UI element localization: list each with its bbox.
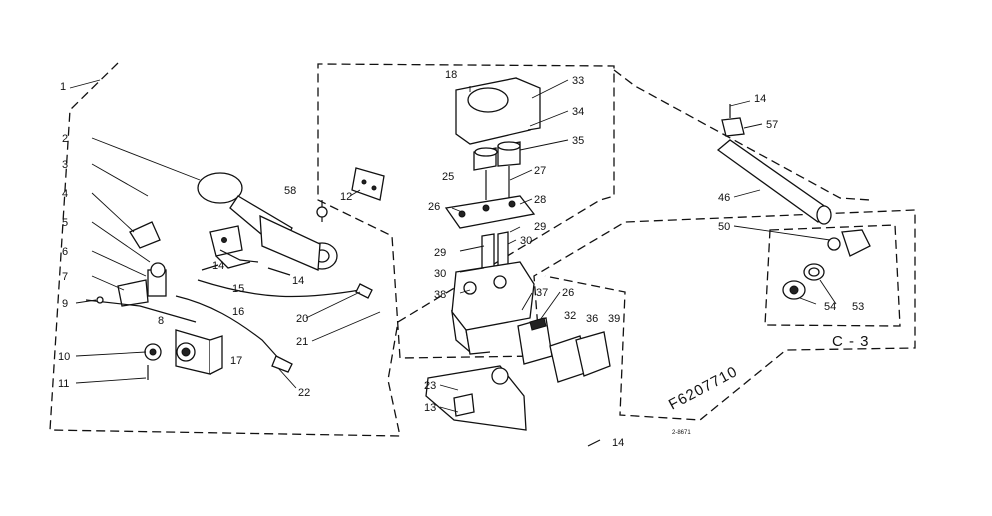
fitting-50-part xyxy=(827,229,871,257)
rod-part xyxy=(85,299,197,323)
magnet-unit-part xyxy=(175,329,223,375)
part-label: 21 xyxy=(296,336,308,348)
part-label: 16 xyxy=(232,306,244,318)
part-label: 28 xyxy=(534,194,546,206)
tube-46-part xyxy=(716,139,832,225)
control-knobs-part xyxy=(473,141,521,200)
part-label: 10 xyxy=(58,351,70,363)
part-label: 4 xyxy=(62,188,68,200)
part-label: 50 xyxy=(718,221,730,233)
mounting-bracket-part xyxy=(425,365,527,431)
part-label: 58 xyxy=(284,185,296,197)
part-label: 29 xyxy=(534,221,546,233)
part-label: 14 xyxy=(292,275,304,287)
part-label: 5 xyxy=(62,217,68,229)
part-label: 13 xyxy=(424,402,436,414)
part-label: 23 xyxy=(424,380,436,392)
fitting-53-part xyxy=(803,263,825,281)
screw-part xyxy=(96,296,104,304)
part-label: 39 xyxy=(608,313,620,325)
main-assembly-boundary xyxy=(49,62,916,437)
part-label: 54 xyxy=(824,301,836,313)
part-label: 15 xyxy=(232,283,244,295)
cover-plate-part xyxy=(351,167,385,201)
fitting-part xyxy=(271,355,293,373)
part-label: 22 xyxy=(298,387,310,399)
knob-housing-part xyxy=(455,77,541,145)
part-label: 14 xyxy=(612,437,624,449)
part-label: 17 xyxy=(230,355,242,367)
small-code: 2-8671 xyxy=(672,430,691,436)
part-label: 36 xyxy=(586,313,598,325)
part-label: 29 xyxy=(434,247,446,259)
part-label: 37 xyxy=(536,287,548,299)
part-label: 3 xyxy=(62,159,68,171)
detail-label: C - 3 xyxy=(832,333,870,350)
pilot-bracket-part xyxy=(209,225,251,269)
part-label: 8 xyxy=(158,315,164,327)
part-label: 1 xyxy=(60,81,66,93)
part-label: 33 xyxy=(572,75,584,87)
part-label: 9 xyxy=(62,298,68,310)
part-label: 32 xyxy=(564,310,576,322)
part-label: 30 xyxy=(520,235,532,247)
clamp-57-part xyxy=(721,104,745,137)
clip-part xyxy=(129,221,161,249)
part-label: 25 xyxy=(442,171,454,183)
part-label: 26 xyxy=(428,201,440,213)
part-label: 53 xyxy=(852,301,864,313)
part-label: 11 xyxy=(58,378,69,390)
part-label: 14 xyxy=(212,260,224,272)
part-label: 30 xyxy=(434,268,446,280)
part-label: 7 xyxy=(62,271,68,283)
part-label: 35 xyxy=(572,135,584,147)
part-label: 46 xyxy=(718,192,730,204)
pilot-tube-wire xyxy=(197,279,361,298)
part-label: 12 xyxy=(340,191,352,203)
part-label: 34 xyxy=(572,106,584,118)
part-label: 57 xyxy=(766,119,778,131)
fitting-54-part xyxy=(782,280,806,300)
valve-covers-part xyxy=(517,317,611,383)
part-label: 38 xyxy=(434,289,446,301)
burner-tube-part xyxy=(197,172,338,271)
part-label: 14 xyxy=(754,93,766,105)
leader-lines xyxy=(69,79,837,413)
part-label: 18 xyxy=(445,69,457,81)
part-label: 26 xyxy=(562,287,574,299)
part-label: 6 xyxy=(62,246,68,258)
part-labels: 1 2 3 4 5 6 7 8 9 10 11 12 13 14 14 14 1… xyxy=(58,69,864,449)
thermocouple-wire xyxy=(175,295,281,361)
assembly-c3-boundary xyxy=(764,224,901,327)
gas-valve-body-part xyxy=(451,261,535,355)
part-label: 20 xyxy=(296,313,308,325)
part-label: 2 xyxy=(62,133,68,145)
valve-group-boundary xyxy=(613,69,871,201)
pilot-assembly-part xyxy=(117,262,167,307)
figure-code: F6207710 xyxy=(666,363,741,413)
part-label: 27 xyxy=(534,165,546,177)
